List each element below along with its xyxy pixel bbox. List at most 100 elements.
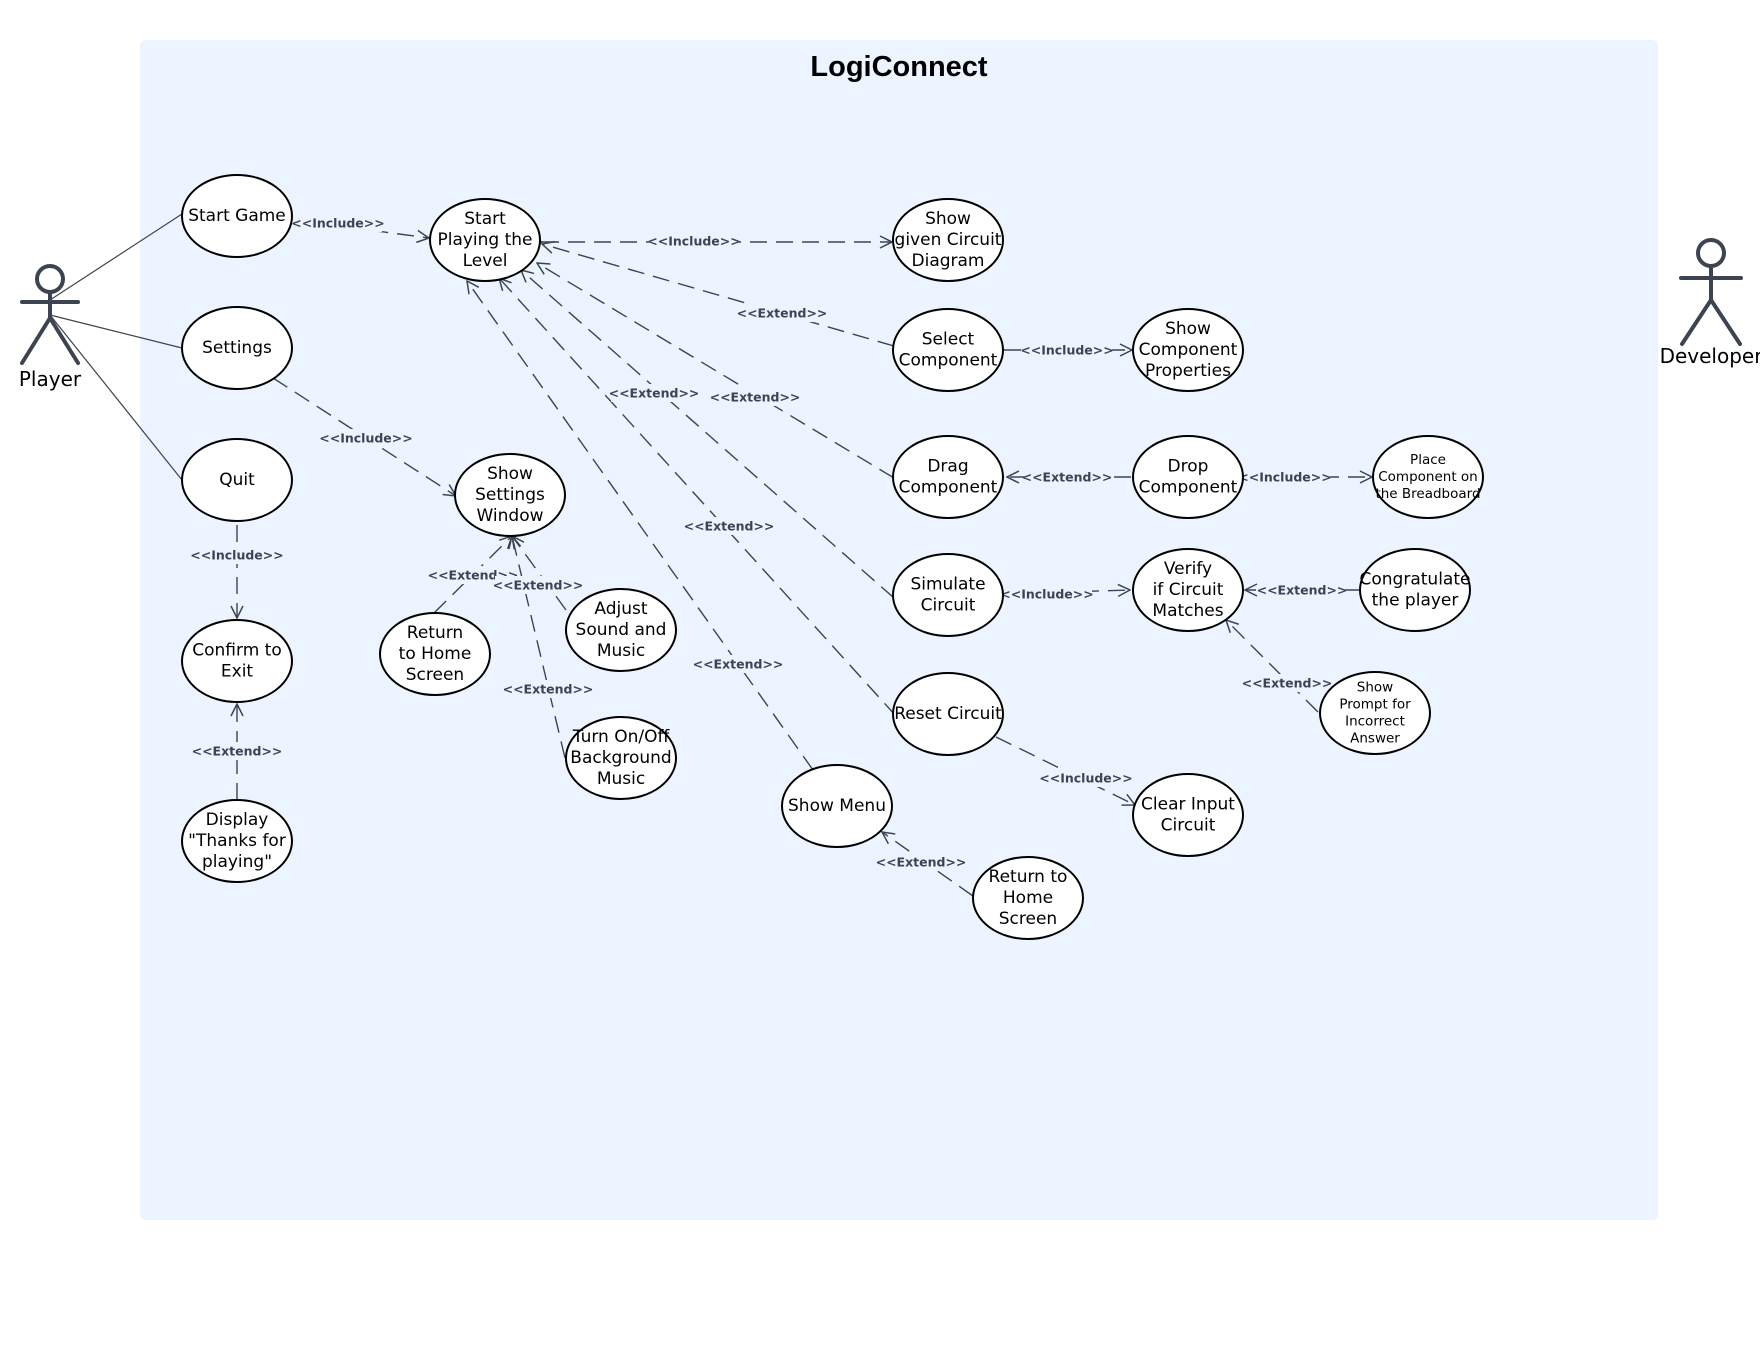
use-case-display-thanks-label-line: "Thanks for	[188, 831, 286, 851]
use-case-settings-label-line: Settings	[202, 338, 272, 358]
use-case-select-component-label-line: Component	[899, 351, 998, 371]
use-case-show-settings-window-label-line: Settings	[475, 485, 545, 505]
use-case-show-prompt-incorrect-label-line: Answer	[1350, 731, 1400, 747]
rel-label-place-include: <<Include>>	[1238, 470, 1331, 485]
system-boundary	[140, 40, 1658, 1220]
use-case-start-playing-label-line: Start	[464, 209, 506, 229]
use-case-congratulate-label-line: Congratulate	[1360, 570, 1471, 590]
use-case-drop-component-label-line: Component	[1139, 478, 1238, 498]
rel-label-start-game-include: <<Include>>	[291, 216, 384, 231]
rel-label-simulate-extend: <<Extend>>	[609, 386, 700, 401]
rel-label-adjust-extend: <<Extend>>	[493, 578, 584, 593]
use-case-place-component-label-line: Place	[1410, 452, 1446, 468]
actor-developer-label: Developer	[1660, 344, 1760, 368]
use-case-show-circuit-diagram-label-line: given Circuit	[895, 230, 1002, 250]
rel-label-prompt-extend: <<Extend>>	[1242, 676, 1333, 691]
use-case-place-component-label-line: Component on	[1378, 469, 1477, 485]
use-case-settings[interactable]: Settings	[181, 306, 293, 390]
use-case-start-game[interactable]: Start Game	[181, 174, 293, 258]
use-case-verify-circuit-label-line: if Circuit	[1153, 580, 1224, 600]
use-case-simulate-circuit-label-line: Simulate	[910, 575, 985, 595]
use-case-congratulate-label-line: the player	[1372, 591, 1459, 611]
use-case-return-home-menu-label-line: Screen	[999, 909, 1057, 929]
rel-label-quit-include: <<Include>>	[190, 548, 283, 563]
use-case-show-prompt-incorrect-label-line: Show	[1357, 680, 1393, 696]
actor-player[interactable]: Player	[19, 264, 82, 391]
rel-label-drop-extend: <<Extend>>	[1022, 470, 1113, 485]
use-case-show-component-properties-label-line: Properties	[1145, 361, 1231, 381]
use-case-reset-circuit[interactable]: Reset Circuit	[892, 672, 1004, 756]
use-case-start-playing-label-line: Level	[463, 251, 508, 271]
use-case-show-prompt-incorrect-label-line: Incorrect	[1345, 714, 1405, 730]
use-case-select-component-label-line: Select	[922, 330, 975, 350]
use-case-adjust-sound-label-line: Adjust	[594, 599, 647, 619]
use-case-verify-circuit-label-line: Matches	[1152, 601, 1223, 621]
use-case-drop-component-label-line: Drop	[1168, 457, 1209, 477]
use-case-start-game-label-line: Start Game	[188, 206, 286, 226]
use-case-display-thanks-label-line: Display	[206, 810, 269, 830]
use-case-return-home-settings-label-line: Return	[407, 623, 463, 643]
rel-label-clear-include: <<Include>>	[1039, 771, 1132, 786]
use-case-drag-component-label-line: Drag	[927, 457, 968, 477]
rel-label-music-extend: <<Extend>>	[503, 682, 594, 697]
use-case-start-playing-label-line: Playing the	[437, 230, 532, 250]
use-case-return-home-settings-label-line: Screen	[406, 665, 464, 685]
rel-label-menu-extend: <<Extend>>	[693, 657, 784, 672]
relationship-labels: <<Include>> <<Include>> <<Extend>> <<Ext…	[190, 214, 1347, 871]
rel-label-return-menu-extend: <<Extend>>	[876, 855, 967, 870]
associations	[49, 213, 183, 481]
use-case-show-circuit-diagram-label-line: Diagram	[912, 251, 985, 271]
use-case-adjust-sound-label-line: Sound and	[576, 620, 667, 640]
use-case-adjust-sound-label-line: Music	[597, 641, 645, 661]
use-case-clear-input-label-line: Clear Input	[1141, 795, 1235, 815]
system-title: LogiConnect	[810, 51, 988, 83]
actor-developer[interactable]: Developer	[1660, 238, 1760, 368]
use-case-show-menu[interactable]: Show Menu	[781, 764, 893, 848]
use-case-return-home-menu-label-line: Home	[1003, 888, 1053, 908]
use-case-show-settings-window-label-line: Window	[476, 506, 543, 526]
rel-label-verify-include: <<Include>>	[1000, 587, 1093, 602]
use-case-return-home-menu-label-line: Return to	[989, 867, 1068, 887]
use-case-show-component-properties-label-line: Component	[1139, 340, 1238, 360]
use-case-clear-input-label-line: Circuit	[1161, 816, 1216, 836]
use-case-quit-label-line: Quit	[219, 470, 255, 490]
use-case-quit[interactable]: Quit	[181, 438, 293, 522]
rel-label-drag-extend: <<Extend>>	[710, 390, 801, 405]
use-case-show-settings-window-label-line: Show	[487, 464, 533, 484]
use-case-display-thanks-label-line: playing"	[202, 852, 272, 872]
use-case-show-menu-label-line: Show Menu	[788, 796, 886, 816]
rel-label-thanks-extend: <<Extend>>	[192, 744, 283, 759]
use-case-verify-circuit-label-line: Verify	[1164, 559, 1212, 579]
rel-label-congratulate-extend: <<Extend>>	[1257, 583, 1348, 598]
rel-label-properties-include: <<Include>>	[1020, 343, 1113, 358]
use-case-confirm-exit-label-line: Exit	[221, 662, 254, 682]
use-case-toggle-music-label-line: Turn On/Off	[572, 727, 671, 747]
use-case-place-component-label-line: the Breadboard	[1375, 486, 1480, 502]
rel-label-select-extend: <<Extend>>	[737, 306, 828, 321]
use-case-simulate-circuit-label-line: Circuit	[921, 596, 976, 616]
rel-label-reset-extend: <<Extend>>	[684, 519, 775, 534]
rel-label-settings-include: <<Include>>	[319, 431, 412, 446]
rel-label-circuit-diagram-include: <<Include>>	[647, 234, 740, 249]
use-case-toggle-music-label-line: Background	[570, 748, 671, 768]
use-case-show-circuit-diagram-label-line: Show	[925, 209, 971, 229]
